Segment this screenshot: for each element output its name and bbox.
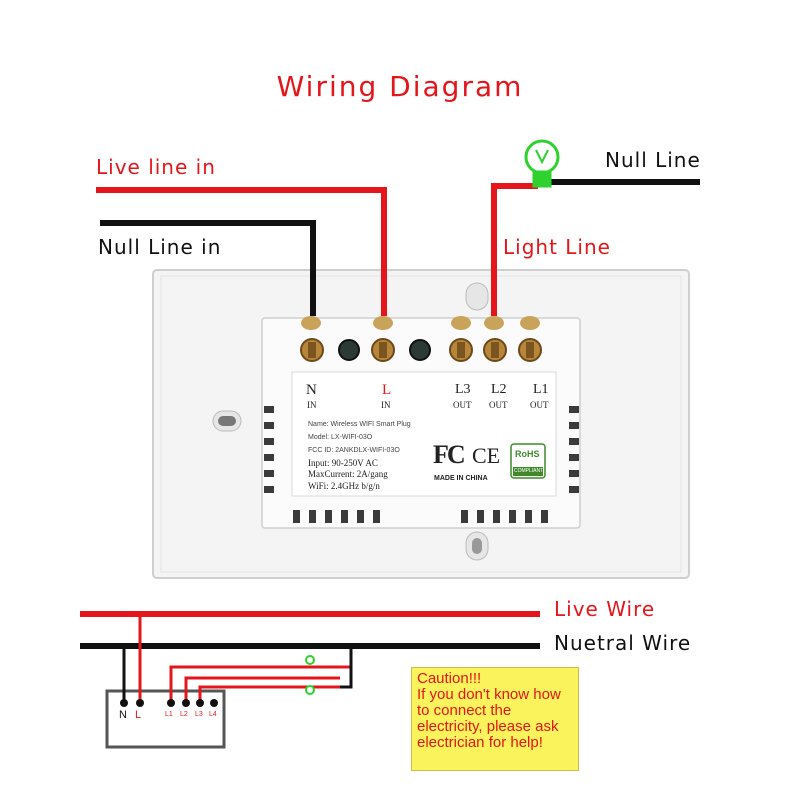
live-line-in-label: Live line in [96,155,216,179]
made-in-mark: MADE IN CHINA [434,475,488,482]
null-line-in-wire [100,220,316,316]
terminal-l3-label: L3 [455,382,471,397]
spec-current: MaxCurrent: 2A/gang [308,469,388,479]
box-terminal-dots [120,699,218,707]
vents [264,406,579,523]
caution-note: Caution!!! If you don't know how to conn… [411,667,579,771]
diagram-title: Wiring Diagram [276,70,524,103]
terminal-l1-label: L1 [533,382,549,397]
spec-input: Input: 90-250V AC [308,458,378,468]
spec-name: Name: Wireless WIFI Smart Plug [308,421,411,428]
box-l-label: L [135,709,142,721]
schematic-wires [122,614,353,703]
rohs-sub: COMPLIANT [514,468,544,474]
box-l4-label: L4 [209,711,217,718]
small-bulb-icons [305,655,315,695]
null-line-label: Null Line [605,148,701,172]
spec-fcc: FCC ID: 2ANKDLX-WIFI-03O [308,447,400,454]
box-n-label: N [119,709,127,721]
terminal-l3-sub: OUT [453,400,472,410]
fcc-mark: FC [433,440,466,469]
spec-wifi: WiFi: 2.4GHz b/g/n [308,481,380,491]
terminal-l-sub: IN [381,400,391,410]
terminal-screws-top [301,316,540,330]
box-l2-label: L2 [180,711,188,718]
terminal-n-sub: IN [307,400,317,410]
neutral-wire-label: Nuetral Wire [554,631,692,655]
live-line-in-wire [96,187,387,316]
null-line-in-label: Null Line in [98,235,222,259]
bulb-icon [524,139,560,188]
rohs-text: RoHS [515,449,540,459]
box-l1-label: L1 [165,711,173,718]
terminal-l2-label: L2 [491,382,507,397]
terminal-row [300,338,542,362]
terminal-n-label: N [306,382,317,398]
mount-slot-top [465,282,489,311]
spec-model: Model: LX-WIFI-03O [308,434,373,441]
light-line-label: Light Line [503,235,611,259]
terminal-l2-sub: OUT [489,400,508,410]
terminal-l-label: L [382,382,392,398]
terminal-l1-sub: OUT [530,400,549,410]
ce-mark: CE [472,443,501,468]
light-line-wire [491,183,538,316]
live-wire-label: Live Wire [554,597,656,621]
box-l3-label: L3 [195,711,203,718]
